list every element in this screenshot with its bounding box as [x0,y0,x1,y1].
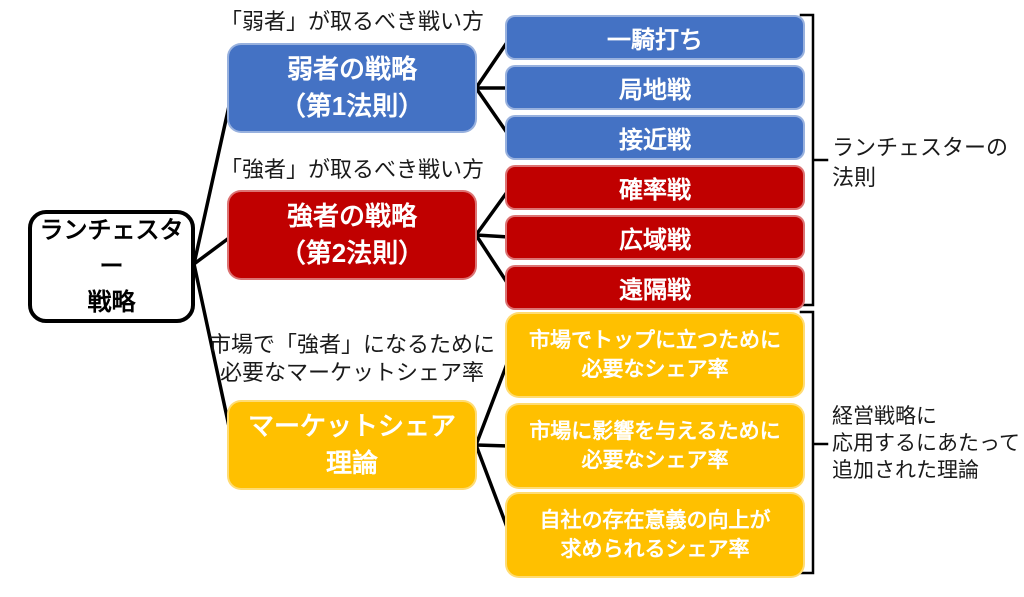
connector-strong-to-remote [474,233,512,289]
root-box-lanchester-strategy: ランチェスター 戦略 [28,210,195,323]
connector-root-to-strong [192,233,235,266]
connector-root-to-weak [192,86,235,266]
leaf-box-influence-share-rate: 市場に影響を与えるために 必要なシェア率 [505,403,805,489]
connector-root-to-share [192,262,235,447]
connector-strong-to-wide [474,233,512,239]
connector-share-to-influence [474,443,512,448]
leaf-box-probability-battle: 確率戦 [505,165,805,210]
annotation-market-share: 市場で「強者」になるために 必要なマーケットシェア率 [208,332,495,385]
bracket-added-theory [799,310,829,575]
bracket-label-lanchester-laws: ランチェスターの 法則 [832,135,1009,190]
mid-box-stronger-strategy: 強者の戦略 （第2法則） [227,190,477,280]
leaf-box-long-range-battle: 遠隔戦 [505,265,805,310]
leaf-box-local-battle: 局地戦 [505,65,805,110]
annotation-stronger-fighting-style: 「強者」が取るべき戦い方 [219,157,484,182]
mid-box-market-share-theory: マーケットシェア 理論 [227,400,477,490]
leaf-box-wide-area-battle: 広域戦 [505,215,805,260]
connector-share-to-presence [474,443,512,537]
mid-box-weaker-strategy: 弱者の戦略 （第1法則） [227,43,477,133]
leaf-box-single-combat: 一騎打ち [505,15,805,60]
leaf-box-close-combat: 接近戦 [505,115,805,160]
bracket-lanchester-laws [799,13,829,307]
connector-share-to-top [474,354,512,447]
connector-weak-to-duel [474,36,512,90]
leaf-box-top-share-rate: 市場でトップに立つために 必要なシェア率 [505,312,805,398]
connector-weak-to-close [474,86,512,139]
annotation-weaker-fighting-style: 「弱者」が取るべき戦い方 [219,9,484,34]
connector-strong-to-probability [474,186,512,237]
bracket-label-added-theory: 経営戦略に 応用するにあたって 追加された理論 [832,405,1020,482]
leaf-box-presence-share-rate: 自社の存在意義の向上が 求められるシェア率 [505,492,805,578]
